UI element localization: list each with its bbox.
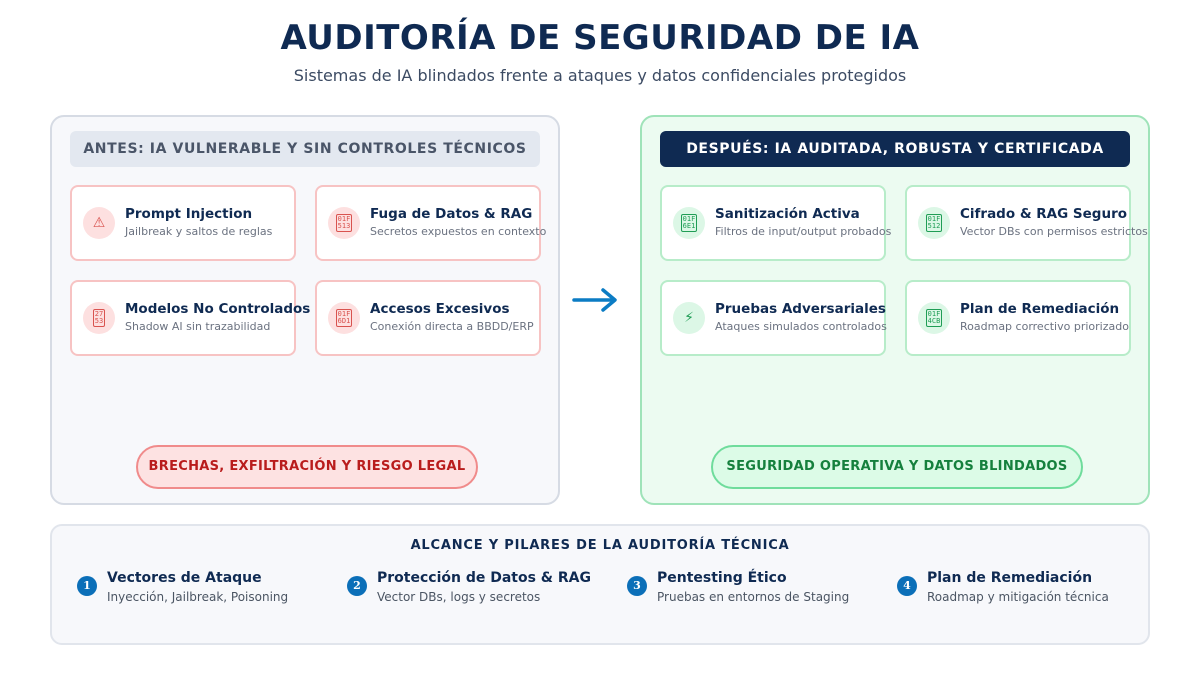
card-subtitle: Roadmap correctivo priorizado <box>960 320 1129 333</box>
card-subtitle: Secretos expuestos en contexto <box>370 225 547 238</box>
card-subtitle: Vector DBs con permisos estrictos <box>960 225 1148 238</box>
card-title: Fuga de Datos & RAG <box>370 206 533 222</box>
warning-icon: ⚠ <box>83 207 115 239</box>
before-panel-title: ANTES: IA VULNERABLE Y SIN CONTROLES TÉC… <box>70 131 540 167</box>
pillar-title: Pentesting Ético <box>657 570 787 586</box>
pillar-subtitle: Vector DBs, logs y secretos <box>377 590 541 604</box>
pillar-subtitle: Inyección, Jailbreak, Poisoning <box>107 590 289 604</box>
pillar-subtitle: Pruebas en entornos de Staging <box>657 590 850 604</box>
before-outcome-badge: BRECHAS, EXFILTRACIÓN Y RIESGO LEGAL <box>136 445 478 489</box>
page-subtitle: Sistemas de IA blindados frente a ataque… <box>293 66 907 85</box>
card-subtitle: Conexión directa a BBDD/ERP <box>370 320 534 333</box>
card-title: Accesos Excesivos <box>370 301 510 317</box>
arrow-right-icon <box>572 288 617 312</box>
pillar-title: Plan de Remediación <box>927 570 1093 586</box>
pillar-number-badge: 4 <box>897 576 917 596</box>
card-title: Cifrado & RAG Seguro <box>960 206 1127 222</box>
card-title: Prompt Injection <box>125 206 253 222</box>
after-panel: DESPUÉS: IA AUDITADA, ROBUSTA Y CERTIFIC… <box>640 115 1150 505</box>
card-title: Plan de Remediación <box>960 301 1120 317</box>
pillar-title: Protección de Datos & RAG <box>377 570 591 586</box>
before-panel: ANTES: IA VULNERABLE Y SIN CONTROLES TÉC… <box>50 115 560 505</box>
pillar-number-badge: 3 <box>627 576 647 596</box>
card-title: Sanitización Activa <box>715 206 860 222</box>
scope-title: ALCANCE Y PILARES DE LA AUDITORÍA TÉCNIC… <box>410 538 790 553</box>
card-title: Pruebas Adversariales <box>715 301 886 317</box>
page-title: AUDITORÍA DE SEGURIDAD DE IA <box>280 18 920 58</box>
pillar-number-badge: 1 <box>77 576 97 596</box>
card-title: Modelos No Controlados <box>125 301 311 317</box>
after-outcome-badge: SEGURIDAD OPERATIVA Y DATOS BLINDADOS <box>711 445 1083 489</box>
audit-scope-panel: ALCANCE Y PILARES DE LA AUDITORÍA TÉCNIC… <box>50 524 1150 645</box>
after-card-adversarial-tests: ⚡ Pruebas Adversariales Ataques simulado… <box>660 280 887 356</box>
pillar-subtitle: Roadmap y mitigación técnica <box>927 590 1109 604</box>
card-subtitle: Filtros de input/output probados <box>715 225 892 238</box>
pillar-number-badge: 2 <box>347 576 367 596</box>
card-subtitle: Shadow AI sin trazabilidad <box>125 320 271 333</box>
pillar-title: Vectores de Ataque <box>107 570 262 586</box>
card-subtitle: Jailbreak y saltos de reglas <box>125 225 273 238</box>
lightning-icon: ⚡ <box>673 302 705 334</box>
before-card-prompt-injection: ⚠ Prompt Injection Jailbreak y saltos de… <box>70 185 296 261</box>
after-panel-title: DESPUÉS: IA AUDITADA, ROBUSTA Y CERTIFIC… <box>660 131 1130 167</box>
card-subtitle: Ataques simulados controlados <box>715 320 887 333</box>
